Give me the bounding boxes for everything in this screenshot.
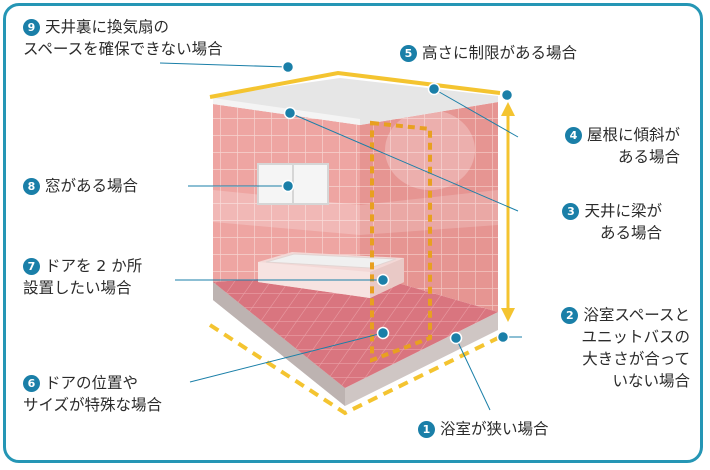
callout-8-line-1: 窓がある場合 bbox=[45, 177, 139, 195]
leader-lines bbox=[159, 62, 522, 411]
callout-3-line-2: ある場合 bbox=[599, 224, 662, 242]
callout-4-line-2: ある場合 bbox=[617, 148, 680, 166]
bathtub bbox=[258, 252, 404, 298]
callout-8-number: 8 bbox=[23, 178, 40, 195]
callout-9: 9 天井裏に換気扇の スペースを確保できない場合 bbox=[23, 16, 223, 60]
callout-2-number: 2 bbox=[561, 307, 579, 324]
callout-9-number: 9 bbox=[23, 19, 40, 36]
floor-dashed-outline bbox=[208, 323, 501, 416]
callout-5-line-1: 高さに制限がある場合 bbox=[422, 44, 578, 62]
callout-6-line-2: サイズが特殊な場合 bbox=[23, 396, 163, 414]
callout-7-line-1: ドアを 2 か所 bbox=[45, 257, 143, 275]
callout-6-number: 6 bbox=[23, 375, 40, 392]
callout-1-line-1: 浴室が狭い場合 bbox=[440, 420, 549, 438]
callout-2-line-1: 浴室スペースと bbox=[583, 306, 690, 324]
callout-3-line-1: 天井に梁が bbox=[584, 202, 662, 220]
callout-7-line-2: 設置したい場合 bbox=[23, 279, 132, 297]
callout-dots bbox=[281, 60, 514, 345]
roof-line bbox=[209, 70, 501, 99]
height-arrow bbox=[501, 102, 515, 322]
callout-3-number: 3 bbox=[562, 203, 580, 220]
callout-7-number: 7 bbox=[23, 258, 40, 275]
callout-7: 7 ドアを 2 か所 設置したい場合 bbox=[23, 255, 142, 299]
callout-1-number: 1 bbox=[418, 421, 435, 438]
callout-9-line-1: 天井裏に換気扇の bbox=[45, 18, 170, 36]
callout-2-line-3: 大きさが合って bbox=[582, 350, 690, 368]
callout-1: 1 浴室が狭い場合 bbox=[418, 418, 549, 440]
callout-8: 8 窓がある場合 bbox=[23, 175, 138, 197]
floor bbox=[213, 272, 498, 388]
callout-4-number: 4 bbox=[564, 127, 582, 144]
door-outline bbox=[370, 120, 432, 363]
callout-5: 5 高さに制限がある場合 bbox=[400, 42, 577, 64]
frame-border bbox=[3, 3, 703, 463]
callout-9-line-2: スペースを確保できない場合 bbox=[23, 40, 223, 58]
callout-6: 6 ドアの位置や サイズが特殊な場合 bbox=[23, 372, 162, 416]
callout-4-line-1: 屋根に傾斜が bbox=[586, 126, 680, 144]
callout-2-line-2: ユニットバスの bbox=[581, 328, 690, 346]
callout-6-line-1: ドアの位置や bbox=[45, 374, 139, 392]
callout-2-line-4: いない場合 bbox=[612, 372, 690, 390]
callout-5-number: 5 bbox=[400, 45, 417, 62]
